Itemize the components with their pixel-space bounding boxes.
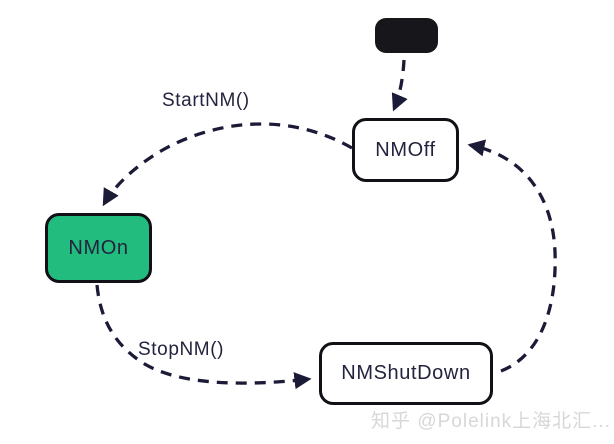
state-nmshutdown-label: NMShutDown	[341, 362, 471, 384]
state-nmoff-label: NMOff	[375, 138, 436, 161]
state-nmon: NMOn	[45, 213, 152, 283]
state-nmoff: NMOff	[352, 118, 459, 182]
watermark: 知乎 @Polelink上海北汇...	[371, 411, 611, 432]
edge-nmoff-to-nmon	[102, 122, 353, 207]
edge-initial-to-nmoff	[391, 59, 408, 112]
state-nmshutdown: NMShutDown	[319, 342, 493, 405]
state-nmon-label: NMOn	[68, 236, 129, 259]
transition-label-stopnm: StopNM()	[138, 339, 225, 360]
edge-nmshutdown-to-nmoff	[467, 139, 557, 373]
edge-nmon-to-nmshutdown	[95, 284, 312, 390]
initial-state-node	[375, 18, 438, 53]
transition-label-startnm: StartNM()	[162, 90, 250, 111]
